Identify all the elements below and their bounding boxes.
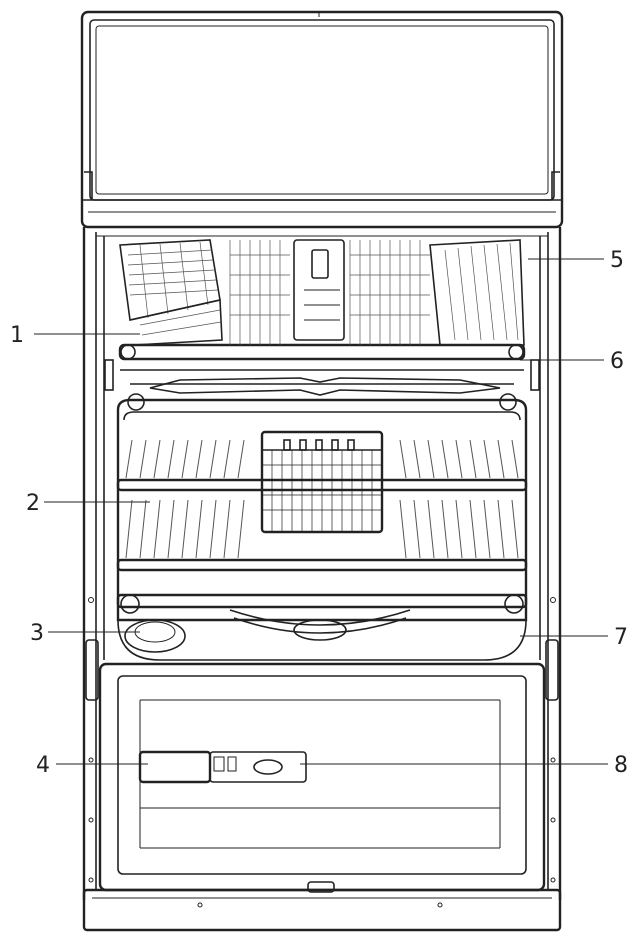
lower-rack	[116, 398, 528, 661]
door-inner	[88, 662, 556, 908]
cabinet-frame	[82, 227, 562, 932]
callout-3: 3	[30, 621, 44, 646]
callout-4: 4	[36, 753, 50, 778]
leader-lines	[34, 258, 608, 765]
upper-rack	[118, 239, 526, 411]
callout-5: 5	[610, 248, 624, 273]
callout-8: 8	[614, 753, 628, 778]
callout-labels: 1 2 3 4 5 6 7 8	[10, 248, 628, 778]
callout-7: 7	[614, 625, 628, 650]
top-panel	[80, 10, 564, 229]
callout-2: 2	[26, 491, 40, 516]
callout-1: 1	[10, 323, 24, 348]
callout-6: 6	[610, 349, 624, 374]
